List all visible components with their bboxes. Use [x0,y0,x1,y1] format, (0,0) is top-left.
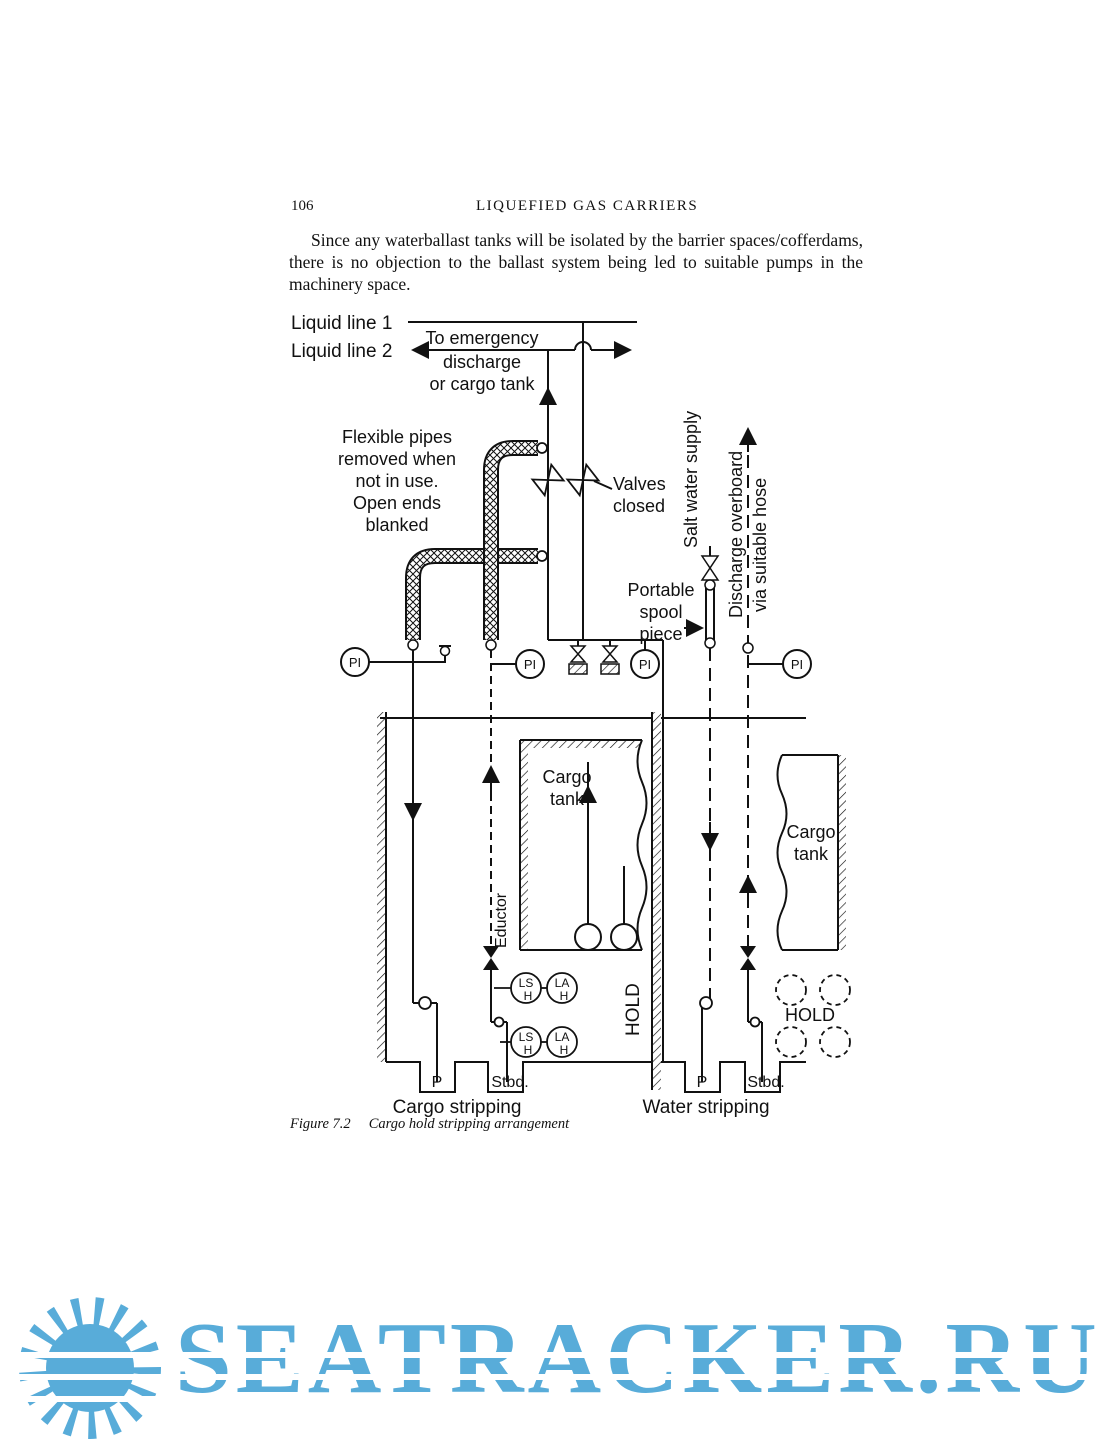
label-salt-water: Salt water supply [681,411,701,548]
pi-gauge-label: PI [524,657,536,672]
right-eductor-valve [740,946,756,970]
label-valves-2: closed [613,496,665,516]
body-paragraph: Since any waterballast tanks will be iso… [289,230,863,294]
flexible-hoses [405,440,548,640]
left-stbd-flange [493,1016,505,1028]
label-emergency-2: discharge [443,352,521,372]
label-hold-left: HOLD [623,983,644,1036]
label-liquid-line-2: Liquid line 2 [291,341,392,362]
label-portable-1: Portable [627,580,694,600]
label-water-stripping: Water stripping [642,1097,769,1118]
label-flexible-5: blanked [365,515,428,535]
label-emergency-3: or cargo tank [429,374,535,394]
label-flexible-2: removed when [338,449,456,469]
h-label: H [560,989,569,1003]
stencil-stripe [8,1352,1100,1358]
figure-title: Cargo hold stripping arrangement [368,1116,570,1132]
gauge-manifold [369,639,783,665]
left-eductor-valve [483,946,499,970]
label-cargo-tank-right-1: Cargo [786,822,835,842]
cargo-tank-right [776,754,846,951]
well-label-stbd-left: Stbd. [491,1074,528,1091]
blanked-connections [407,639,620,675]
hold-structure [377,640,806,1093]
running-head: LIQUEFIED GAS CARRIERS [476,198,699,214]
stencil-stripe [8,1374,1100,1380]
sun-icon [19,1297,161,1439]
label-flexible-4: Open ends [353,493,441,513]
well-label-stbd-right: Stbd. [747,1074,784,1091]
pressure-gauges [340,647,812,679]
cargo-stripping-piping [404,650,508,1082]
cargo-tank-left [519,739,648,951]
label-cargo-tank-left-2: tank [550,789,585,809]
la-label: LA [555,976,570,990]
right-port-valve [699,996,713,1010]
label-flexible-1: Flexible pipes [342,427,452,447]
label-eductor: Eductor [493,892,510,948]
ls-label: LS [519,1030,534,1044]
label-hold-right: HOLD [785,1005,835,1025]
ls-label: LS [519,976,534,990]
label-cargo-stripping: Cargo stripping [393,1097,522,1118]
h-label: H [524,989,533,1003]
label-cargo-tank-left-1: Cargo [542,767,591,787]
figure-label: Figure 7.2 [290,1116,351,1132]
left-port-valve [418,996,432,1010]
level-instruments [494,972,851,1058]
label-emergency-1: To emergency [425,328,538,348]
label-portable-2: spool [639,602,682,622]
label-cargo-tank-right-2: tank [794,844,829,864]
page-number: 106 [291,198,314,214]
figure-caption: Figure 7.2 Cargo hold stripping arrangeme… [290,1116,569,1133]
label-flexible-3: not in use. [355,471,438,491]
label-valves-1: Valves [613,474,666,494]
well-label-port-right: P [697,1074,708,1091]
h-label: H [524,1043,533,1057]
pi-gauge-label: PI [349,655,361,670]
label-overboard-2: via suitable hose [750,478,770,612]
pi-gauge-label: PI [791,657,803,672]
pi-gauge-label: PI [639,657,651,672]
water-stripping-piping [684,427,763,1082]
right-stbd-flange [749,1016,761,1028]
well-label-port-left: P [432,1074,443,1091]
la-label: LA [555,1030,570,1044]
label-liquid-line-1: Liquid line 1 [291,313,392,334]
stencil-stripe [8,1396,1100,1402]
label-overboard-1: Discharge overboard [726,451,746,618]
h-label: H [560,1043,569,1057]
label-portable-3: piece [639,624,682,644]
salt-water-valve [700,555,754,654]
closed-valves [530,462,601,498]
